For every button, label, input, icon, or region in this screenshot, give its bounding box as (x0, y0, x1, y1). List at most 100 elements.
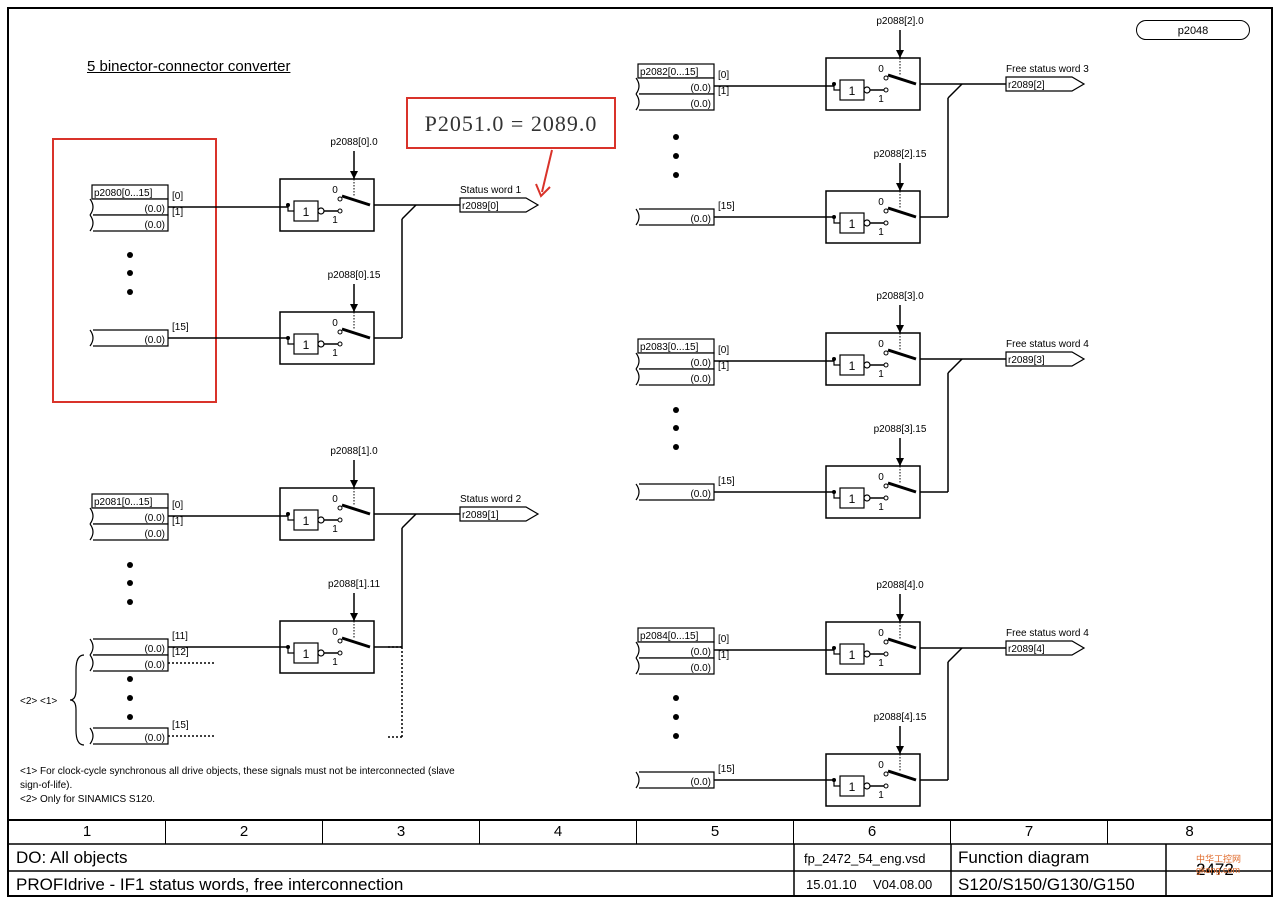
converter-2-switch-last-not-label: 1 (303, 647, 310, 661)
converter-2-switch-last-contact-1 (337, 650, 343, 656)
converter-1-out-label: Status word 1 (460, 185, 522, 196)
watermark-logo: 中华工控网 gkong.com (1196, 854, 1242, 875)
highlight-box (52, 138, 217, 403)
converter-5-switch-last-switch-blade (887, 769, 917, 782)
converter-1-in-last-value: (0.0) (144, 335, 165, 346)
footnote-1: <1> For clock-cycle synchronous all driv… (20, 766, 455, 791)
converter-5-idx1: [1] (718, 650, 729, 661)
converter-3-in1-bracket (635, 93, 640, 111)
converter-2-switch-first-not-label: 1 (303, 514, 310, 528)
converter-5-switch-first-not-bubble (863, 650, 871, 658)
converter-4-in0-bracket (635, 352, 640, 370)
converter-1-switch-first-selector-arrowhead (350, 171, 358, 179)
converter-1-switch-first-node (286, 203, 290, 207)
converter-3-out-param-shape (1005, 76, 1086, 92)
converter-5-switch-first-contact-0 (883, 639, 889, 645)
converter-2-in0-value: (0.0) (144, 513, 165, 524)
converter-4-in1-bracket (635, 368, 640, 386)
converter-4-switch-last-not-bubble (863, 494, 871, 502)
converter-1-switch-first-contact-0 (337, 196, 343, 202)
converter-3-switch-last-selector-arrowhead (896, 183, 904, 191)
converter-2-switch-first-node (286, 512, 290, 516)
converter-4-idx0: [0] (718, 345, 729, 356)
converter-2-out-param-shape (459, 506, 540, 522)
converter-1-idx-last: [15] (172, 322, 189, 333)
converter-2-switch-last-contact-0 (337, 638, 343, 644)
diagram-title: 5 binector-connector converter (87, 58, 291, 75)
converter-4-switch-first-contact-1 (883, 362, 889, 368)
converter-2-switch-first-pos1: 1 (332, 524, 338, 535)
converter-5-dot-0 (673, 695, 679, 701)
annotation-arrow (541, 149, 553, 193)
converter-5-switch-first-selector-arrowhead (896, 614, 904, 622)
converter-2-dot-b-0 (127, 676, 133, 682)
converter-4-switch-first-contact-0 (883, 350, 889, 356)
converter-4-switch-first-not-bubble (863, 361, 871, 369)
converter-1-switch-first-not-bubble (317, 207, 325, 215)
converter-5-switch-first-pos1: 1 (878, 658, 884, 669)
converter-5-in0-value: (0.0) (690, 647, 711, 658)
converter-3-merge-diag (947, 83, 963, 99)
converter-2-in1-value: (0.0) (144, 529, 165, 540)
annotation-box: P2051.0 = 2089.0 (406, 97, 616, 149)
converter-1-switch-first-selector-label: p2088[0].0 (330, 137, 378, 148)
converter-1-in-last-bracket (89, 329, 94, 347)
converter-3-in0-value: (0.0) (690, 83, 711, 94)
converter-3-out-param: r2089[2] (1008, 80, 1045, 91)
converter-3-switch-last-pos0: 0 (878, 197, 884, 208)
footnote-brace (69, 654, 85, 746)
converter-4-dot-2 (673, 444, 679, 450)
converter-4-switch-last-not-label: 1 (849, 492, 856, 506)
diagram-frame (7, 7, 1273, 897)
converter-5-switch-last-selector-label: p2088[4].15 (874, 712, 927, 723)
converter-4-out-label: Free status word 4 (1006, 339, 1089, 350)
converter-1-switch-last-not-label: 1 (303, 338, 310, 352)
converter-3-switch-first-selector-label: p2088[2].0 (876, 16, 924, 27)
converter-5-in1-box (639, 657, 715, 675)
converter-5-switch-first-box (825, 621, 921, 675)
converter-5-switch-last-pos1: 1 (878, 790, 884, 801)
column-4: 4 (480, 820, 637, 844)
column-8: 8 (1185, 823, 1194, 840)
converter-2-switch-last-pos0: 0 (332, 627, 338, 638)
converter-2-idx12: [12] (172, 647, 189, 658)
converter-4-switch-last-pos1: 1 (878, 502, 884, 513)
converter-5-switch-last-not-bubble (863, 782, 871, 790)
converter-4-switch-first-pos1: 1 (878, 369, 884, 380)
converter-4-switch-first-selector-arrowhead (896, 325, 904, 333)
converter-2-switch-last-pos1: 1 (332, 657, 338, 668)
converter-4-in1-box (639, 368, 715, 386)
converter-4-switch-last-selector-arrowhead (896, 458, 904, 466)
footer-title: PROFIdrive - IF1 status words, free inte… (16, 875, 404, 894)
converter-3-switch-first-pos1: 1 (878, 94, 884, 105)
converter-4-in-last-value: (0.0) (690, 489, 711, 500)
converter-2-dot-0 (127, 562, 133, 568)
converter-2-idx1: [1] (172, 516, 183, 527)
converter-5-switch-last-selector-arrowhead (896, 746, 904, 754)
converter-4-switch-first-switch-blade (887, 348, 917, 361)
converter-1-switch-first-contact-1 (337, 208, 343, 214)
converter-4-idx-last: [15] (718, 476, 735, 487)
converter-3-switch-first-contact-0 (883, 75, 889, 81)
converter-2-dot-1 (127, 580, 133, 586)
converter-3-switch-first-node (832, 82, 836, 86)
converter-1-out-param: r2089[0] (462, 201, 499, 212)
column-7: 7 (951, 820, 1108, 844)
converter-1-switch-last-selector-label: p2088[0].15 (328, 270, 381, 281)
converter-4-switch-last-contact-0 (883, 483, 889, 489)
converter-3-dot-2 (673, 172, 679, 178)
converter-5-switch-first-selector-label: p2088[4].0 (876, 580, 924, 591)
converter-1-out-param-shape (459, 197, 540, 213)
converter-4-switch-first-not-label: 1 (849, 359, 856, 373)
converter-5-switch-last-contact-0 (883, 771, 889, 777)
converter-4-in1-value: (0.0) (690, 374, 711, 385)
converter-3-idx1: [1] (718, 86, 729, 97)
converter-3-switch-first-switch-blade (887, 73, 917, 86)
converter-1-switch-last-pos1: 1 (332, 348, 338, 359)
converter-3-in0-bracket (635, 77, 640, 95)
converter-4-merge-diag (947, 358, 963, 374)
converter-4-switch-last-switch-blade (887, 481, 917, 494)
converter-4-switch-last-selector-label: p2088[3].15 (874, 424, 927, 435)
converter-1-switch-last-contact-0 (337, 329, 343, 335)
converter-3-switch-last-contact-1 (883, 220, 889, 226)
